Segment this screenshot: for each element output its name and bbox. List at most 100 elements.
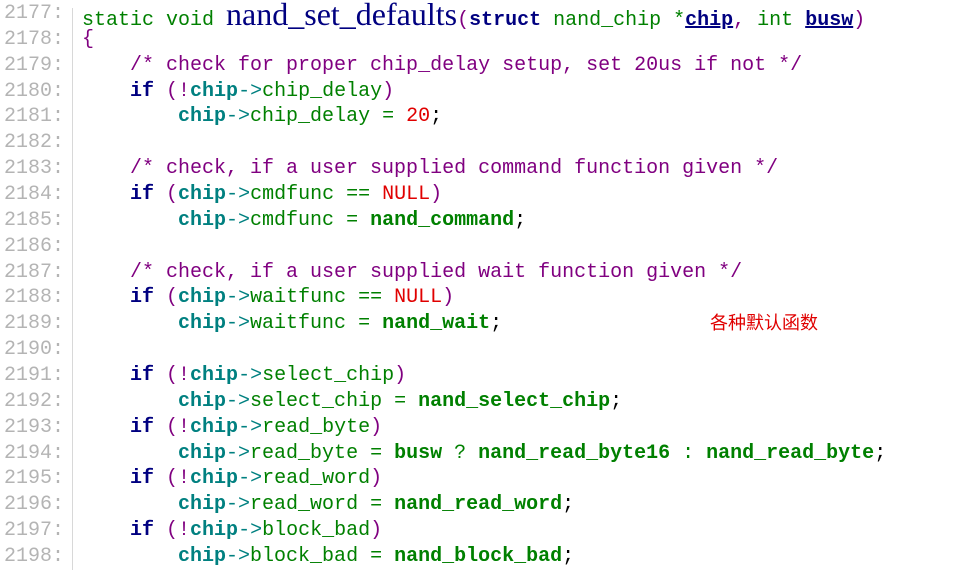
token-pn: ) — [853, 9, 866, 32]
token-pn: ) — [370, 415, 383, 439]
line-number: 2191: — [4, 364, 65, 388]
token-fref: nand_select_chip — [418, 389, 611, 413]
token-ar: -> — [226, 545, 251, 569]
code-text: chip->select_chip = nand_select_chip; — [82, 389, 622, 415]
token-ar: -> — [226, 389, 251, 413]
token-ctl: if — [130, 79, 167, 103]
token-pl — [82, 261, 130, 284]
token-mem: chip_delay — [262, 79, 383, 103]
token-ar: -> — [238, 467, 263, 491]
token-pl — [82, 519, 130, 542]
token-var: chip — [190, 415, 239, 439]
code-text: chip->read_word = nand_read_word; — [82, 492, 574, 518]
token-pl — [82, 416, 130, 439]
token-param: chip — [685, 9, 734, 32]
token-pn: (! — [166, 519, 191, 543]
token-ty: struct — [469, 9, 554, 32]
token-var: chip — [178, 312, 227, 336]
code-text: chip->chip_delay = 20; — [82, 104, 442, 130]
token-pl: ; — [562, 545, 575, 569]
token-pl: ; — [514, 208, 527, 232]
token-pn: (! — [166, 415, 191, 439]
token-mem: read_byte = — [250, 441, 395, 465]
token-pl — [82, 545, 178, 568]
token-var: chip — [178, 493, 227, 517]
token-ar: -> — [226, 312, 251, 336]
token-pl — [82, 364, 130, 387]
code-text: { — [82, 27, 94, 53]
annotation-text: 各种默认函数 — [710, 313, 818, 334]
token-ctl: if — [130, 467, 167, 491]
token-pl — [82, 157, 130, 180]
token-pn: ( — [166, 286, 179, 310]
token-pn: ) — [442, 286, 455, 310]
token-pn: ) — [394, 364, 407, 388]
token-pl: ; — [430, 105, 443, 129]
line-number: 2196: — [4, 493, 65, 517]
line-number: 2184: — [4, 183, 65, 207]
token-ar: -> — [226, 183, 251, 207]
token-mem: waitfunc = — [250, 312, 383, 336]
token-pl — [82, 286, 130, 309]
line-number: 2182: — [4, 131, 65, 155]
token-mem: waitfunc == — [250, 286, 395, 310]
code-text: chip->waitfunc = nand_wait; — [82, 311, 502, 337]
code-text: if (!chip->read_word) — [82, 466, 382, 492]
token-fref: nand_command — [370, 208, 515, 232]
token-mem: block_bad — [262, 519, 371, 543]
line-number: 2183: — [4, 157, 65, 181]
token-pl — [82, 183, 130, 206]
token-pl — [82, 467, 130, 490]
token-pn: ) — [370, 519, 383, 543]
line-number: 2178: — [4, 27, 65, 51]
token-fref: nand_read_byte16 — [478, 441, 671, 465]
token-pn: ( — [166, 183, 179, 207]
token-kw: static void — [82, 9, 227, 32]
token-pn: , — [733, 9, 758, 32]
token-pl — [82, 54, 130, 77]
line-number: 2194: — [4, 441, 65, 465]
line-number: 2179: — [4, 53, 65, 77]
code-text: if (!chip->select_chip) — [82, 363, 406, 389]
token-kw: int — [757, 9, 806, 32]
token-mem: cmdfunc = — [250, 208, 371, 232]
token-var: chip — [178, 105, 227, 129]
token-pn: ) — [430, 183, 443, 207]
token-mem: ? — [442, 441, 479, 465]
token-ctl: if — [130, 183, 167, 207]
token-null: NULL — [382, 183, 431, 207]
token-ctl: if — [130, 519, 167, 543]
token-var: chip — [178, 545, 227, 569]
token-pn: ( — [457, 9, 470, 32]
code-text: /* check, if a user supplied wait functi… — [82, 260, 742, 286]
token-pl — [82, 312, 178, 335]
code-text: if (chip->waitfunc == NULL) — [82, 285, 454, 311]
token-var: chip — [190, 364, 239, 388]
token-var: chip — [178, 389, 227, 413]
line-number: 2187: — [4, 260, 65, 284]
token-pl: ; — [874, 441, 887, 465]
token-null: NULL — [394, 286, 443, 310]
token-var: chip — [178, 183, 227, 207]
token-fn: nand_set_defaults — [226, 0, 458, 32]
code-text: chip->block_bad = nand_block_bad; — [82, 544, 574, 570]
gutter-separator — [72, 8, 73, 570]
token-mem: read_byte — [262, 415, 371, 439]
token-mem: read_word — [262, 467, 371, 491]
token-fref: nand_read_word — [394, 493, 563, 517]
line-number: 2198: — [4, 545, 65, 569]
line-number: 2186: — [4, 234, 65, 258]
token-var: chip — [190, 467, 239, 491]
token-ctl: if — [130, 286, 167, 310]
token-ar: -> — [226, 441, 251, 465]
line-number: 2189: — [4, 312, 65, 336]
token-fref: nand_wait — [382, 312, 491, 336]
token-ar: -> — [226, 208, 251, 232]
token-var: chip — [190, 519, 239, 543]
token-pn: (! — [166, 79, 191, 103]
token-cm: /* check for proper chip_delay setup, se… — [130, 53, 803, 77]
token-ctl: if — [130, 415, 167, 439]
token-pl — [82, 442, 178, 465]
token-pn: (! — [166, 467, 191, 491]
